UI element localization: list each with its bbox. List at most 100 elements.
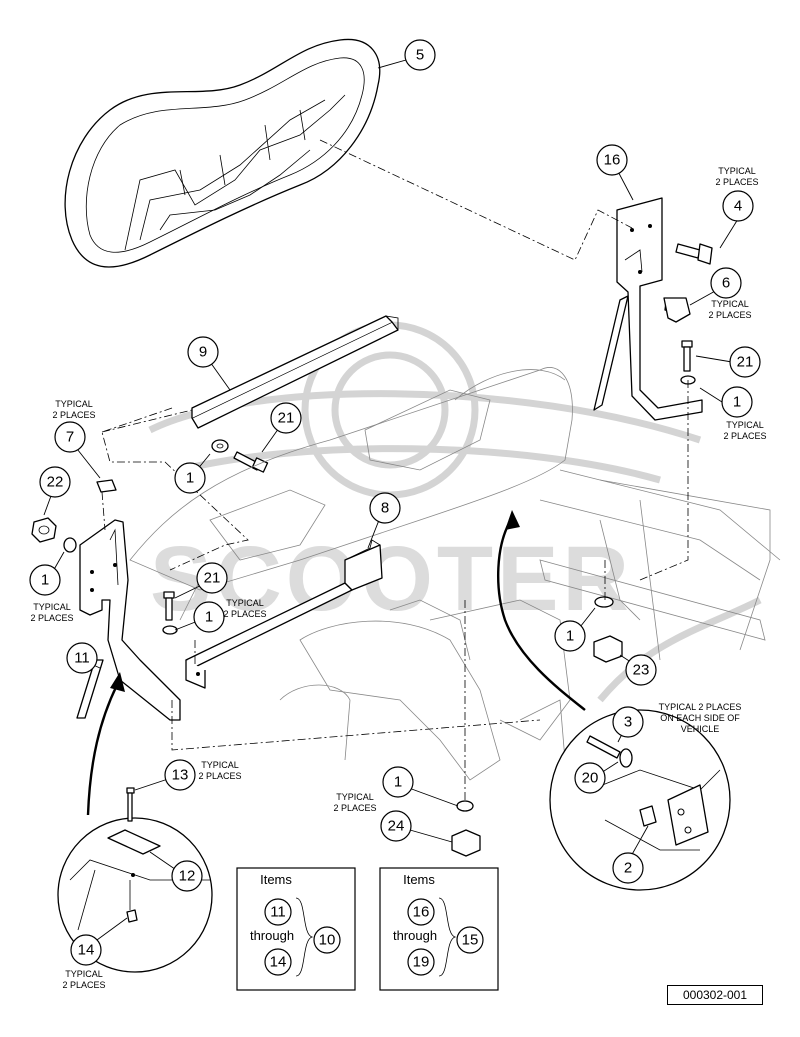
washer-1c: [63, 537, 77, 553]
washer-1e: [594, 596, 614, 608]
washer-1b: [211, 439, 229, 453]
bolt-4: [675, 243, 713, 265]
support-bar: [185, 539, 383, 689]
vehicle-body: [129, 367, 781, 781]
svg-text:21: 21: [278, 410, 295, 427]
callout-1e: 1: [554, 620, 586, 652]
bolt-21-right: [680, 340, 696, 385]
detail-view-right: [549, 709, 731, 891]
svg-text:TYPICAL: TYPICAL: [33, 602, 71, 612]
callout-4: 4: [722, 190, 754, 222]
svg-text:Items: Items: [260, 872, 292, 887]
callout-5: 5: [404, 39, 436, 71]
callout-12: 12: [171, 860, 203, 892]
callout-3: 3: [612, 706, 644, 738]
callout-21a: 21: [729, 346, 761, 378]
svg-text:23: 23: [633, 662, 650, 679]
callout-23: 23: [625, 654, 657, 686]
typical-note-1c: TYPICAL 2 PLACES: [30, 602, 73, 623]
callout-2: 2: [612, 852, 644, 884]
svg-text:3: 3: [624, 714, 632, 731]
svg-text:2 PLACES: 2 PLACES: [708, 310, 751, 320]
callout-24: 24: [380, 810, 412, 842]
svg-text:TYPICAL: TYPICAL: [336, 792, 374, 802]
svg-text:1: 1: [394, 774, 402, 791]
callout-1c: 1: [29, 564, 61, 596]
svg-text:TYPICAL 2 PLACES: TYPICAL 2 PLACES: [659, 702, 742, 712]
callout-1f: 1: [382, 766, 414, 798]
watermark: SCOOTER: [148, 321, 762, 703]
nut-24: [451, 829, 481, 857]
callout-1d: 1: [193, 601, 225, 633]
typical-note-14: TYPICAL 2 PLACES: [62, 969, 105, 990]
callout-9: 9: [187, 336, 219, 368]
svg-text:8: 8: [381, 500, 389, 517]
svg-text:1: 1: [733, 394, 741, 411]
svg-text:4: 4: [734, 198, 742, 215]
svg-text:TYPICAL: TYPICAL: [65, 969, 103, 979]
typical-note-1f: TYPICAL 2 PLACES: [333, 792, 376, 813]
svg-text:Items: Items: [403, 872, 435, 887]
seat-rail: [191, 315, 399, 429]
svg-text:1: 1: [205, 609, 213, 626]
nut-22: [31, 517, 57, 543]
svg-text:9: 9: [199, 344, 207, 361]
svg-text:TYPICAL: TYPICAL: [726, 420, 764, 430]
callout-20: 20: [574, 762, 606, 794]
svg-text:1: 1: [566, 628, 574, 645]
svg-text:2 PLACES: 2 PLACES: [52, 410, 95, 420]
callout-21b: 21: [270, 402, 302, 434]
svg-text:16: 16: [604, 152, 621, 169]
svg-text:through: through: [250, 928, 294, 943]
bolt-21c: [162, 591, 178, 635]
svg-text:TYPICAL: TYPICAL: [711, 299, 749, 309]
svg-text:11: 11: [74, 650, 90, 667]
typical-note-21c: TYPICAL 2 PLACES: [223, 598, 266, 619]
svg-text:19: 19: [413, 954, 430, 971]
svg-text:TYPICAL: TYPICAL: [226, 598, 264, 608]
svg-text:20: 20: [582, 770, 599, 787]
svg-text:14: 14: [270, 954, 287, 971]
svg-text:15: 15: [462, 932, 479, 949]
detail-view-left: [57, 787, 213, 973]
kit-box-15: Items 16 through 19 15: [379, 867, 499, 991]
svg-text:21: 21: [204, 570, 221, 587]
callout-1a: 1: [721, 386, 753, 418]
callout-14: 14: [70, 934, 102, 966]
svg-text:VEHICLE: VEHICLE: [681, 724, 720, 734]
svg-text:2: 2: [624, 860, 632, 877]
svg-text:22: 22: [47, 474, 64, 491]
callout-6: 6: [710, 267, 742, 299]
svg-text:24: 24: [388, 818, 405, 835]
svg-text:2 PLACES: 2 PLACES: [62, 980, 105, 990]
svg-text:2 PLACES: 2 PLACES: [30, 613, 73, 623]
svg-text:through: through: [393, 928, 437, 943]
callout-11: 11: [66, 642, 98, 674]
bolt-6: [663, 297, 691, 323]
svg-text:2 PLACES: 2 PLACES: [715, 177, 758, 187]
washer-1f: [456, 800, 474, 812]
svg-text:13: 13: [172, 767, 189, 784]
typical-note-13: TYPICAL 2 PLACES: [198, 760, 241, 781]
seat-support-right: [593, 197, 703, 421]
detail-arrows: [86, 510, 586, 816]
plate-7: [96, 479, 117, 493]
callout-7: 7: [54, 421, 86, 453]
svg-text:TYPICAL: TYPICAL: [55, 399, 93, 409]
svg-text:2 PLACES: 2 PLACES: [198, 771, 241, 781]
seat-back: [64, 38, 381, 268]
callout-22: 22: [39, 466, 71, 498]
svg-text:5: 5: [416, 47, 424, 64]
callout-13: 13: [164, 759, 196, 791]
nut-23: [593, 635, 623, 663]
svg-text:2 PLACES: 2 PLACES: [333, 803, 376, 813]
svg-text:14: 14: [78, 942, 95, 959]
typical-note-6: TYPICAL 2 PLACES: [708, 299, 751, 320]
typical-note-7: TYPICAL 2 PLACES: [52, 399, 95, 420]
callout-21c: 21: [196, 562, 228, 594]
typical-note-each-side: TYPICAL 2 PLACES ON EACH SIDE OF VEHICLE: [659, 702, 742, 734]
svg-text:1: 1: [41, 572, 49, 589]
svg-text:12: 12: [179, 868, 196, 885]
svg-text:1: 1: [186, 470, 194, 487]
